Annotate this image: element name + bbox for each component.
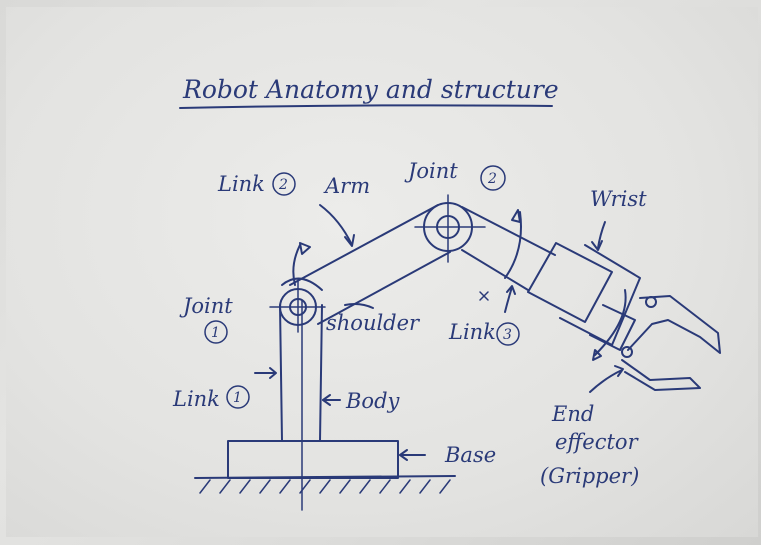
joint2-label: Joint [404,159,458,183]
joint1-symbol [270,280,325,332]
link3-label: Link [448,320,496,344]
link2-label: Link [217,172,265,196]
gripper [622,296,720,390]
title-underline [180,105,552,108]
base-block [228,441,398,478]
end-label: End [551,402,594,426]
link3-number: 3 [503,327,512,343]
joint2-number: 2 [487,171,497,187]
link3 [462,207,555,290]
base-label: Base [444,443,496,467]
link1-label: Link [172,387,220,411]
arm-label: Arm [323,174,370,198]
joint1-number: 1 [211,325,220,341]
link2-number: 2 [278,177,288,193]
wrist-label: Wrist [590,187,647,211]
shoulder-label: shoulder [326,311,421,335]
title-text: Robot Anatomy and structure [182,75,559,104]
wrist-body [528,243,640,350]
effector-label: effector [555,430,640,454]
gripper-label: (Gripper) [540,464,639,488]
body-label: Body [345,389,401,413]
joint1-label: Joint [179,294,233,318]
link1-number: 1 [233,390,242,406]
